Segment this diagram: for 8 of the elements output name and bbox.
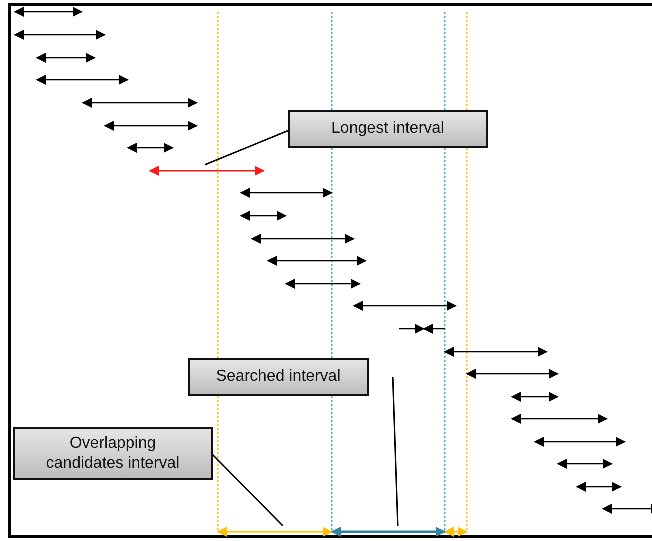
leader-line xyxy=(392,376,399,526)
leader-line xyxy=(204,130,288,166)
callout-box: Searched interval xyxy=(188,358,369,396)
callout-box: Longest interval xyxy=(288,110,488,148)
interval-arrow xyxy=(218,526,467,538)
callout-box: Overlapping candidates interval xyxy=(13,427,213,480)
interval-arrow xyxy=(150,165,264,177)
leader-line xyxy=(212,454,284,527)
